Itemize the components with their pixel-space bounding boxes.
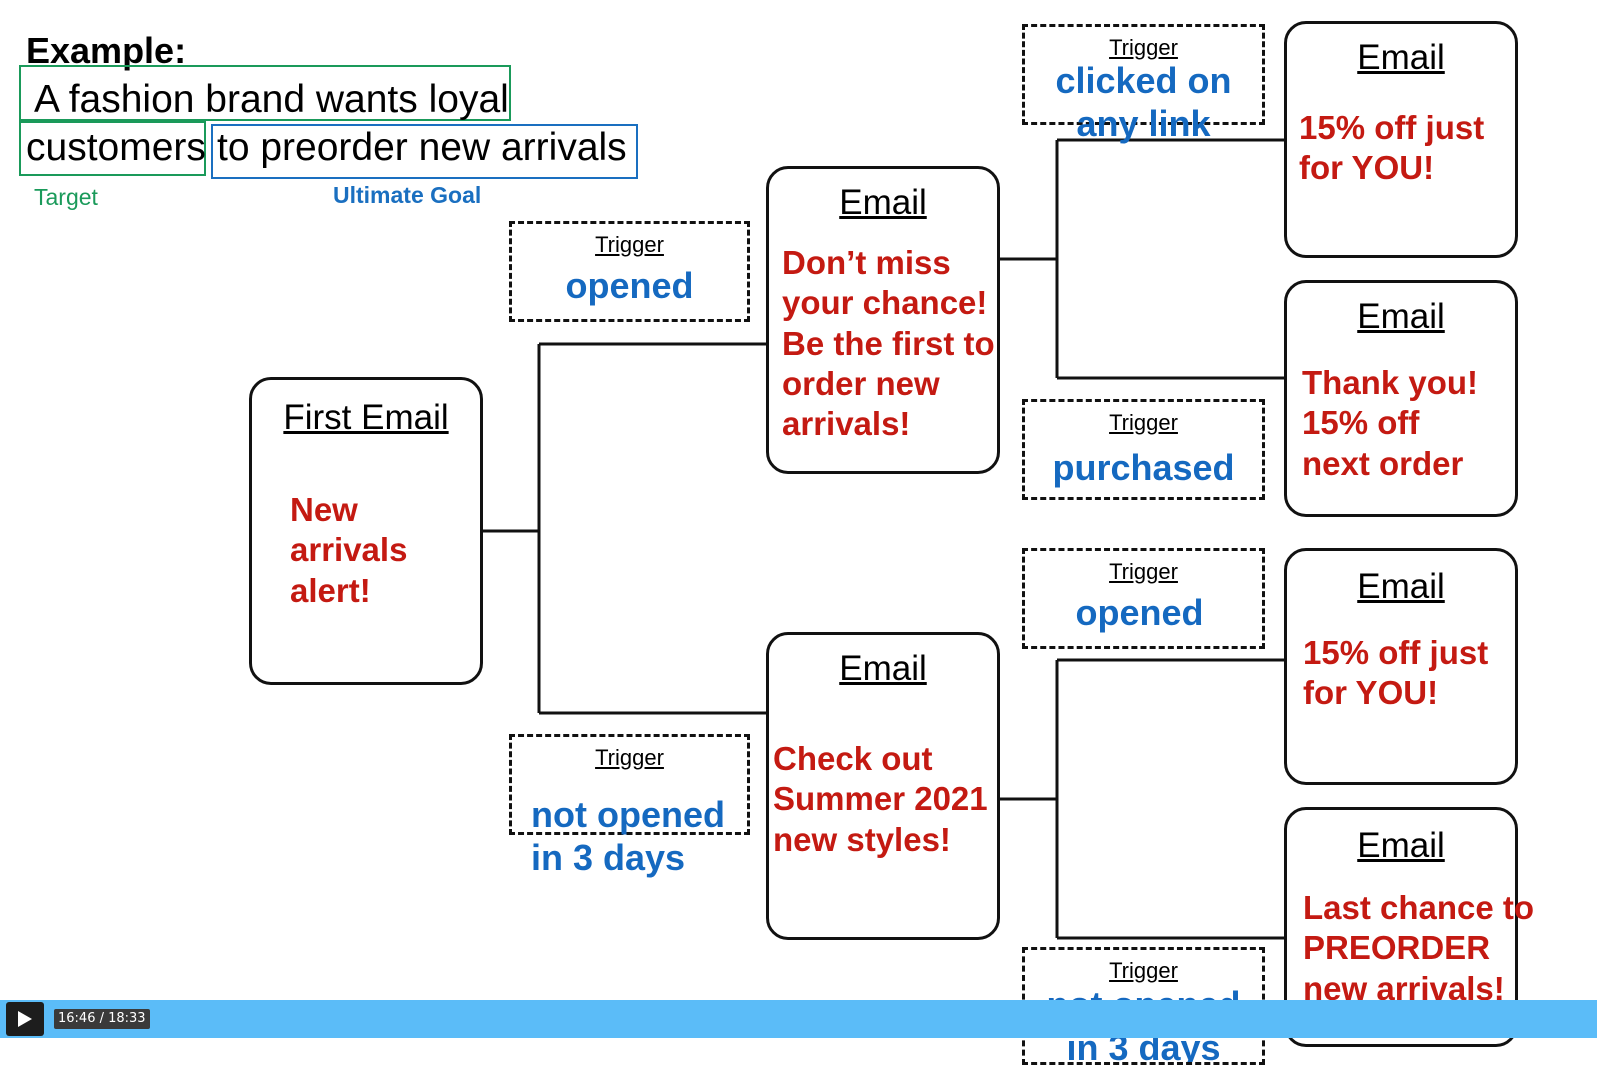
- playback-time: 16:46 / 18:33: [54, 1009, 150, 1029]
- trigger-value: opened: [1075, 592, 1204, 633]
- email-node-15-off-1: Email 15% off just for YOU!: [1284, 21, 1518, 258]
- email-title: Email: [1357, 297, 1445, 336]
- target-highlight-top: [19, 65, 511, 121]
- trigger-value: clicked on any link: [1055, 60, 1232, 145]
- email-title: Email: [839, 649, 927, 688]
- email-title: Email: [1357, 38, 1445, 77]
- trigger-opened-2: Trigger opened: [1022, 548, 1265, 649]
- email-title: Email: [1357, 567, 1445, 606]
- email-message: Thank you! 15% off next order: [1302, 364, 1479, 482]
- email-node-check-out: Email Check out Summer 2021 new styles!: [766, 632, 1000, 940]
- trigger-value: opened: [565, 265, 694, 306]
- email-node-15-off-2: Email 15% off just for YOU!: [1284, 548, 1518, 785]
- trigger-clicked-link: Trigger clicked on any link: [1022, 24, 1265, 144]
- ultimate-goal-label: Ultimate Goal: [333, 182, 482, 208]
- trigger-label: Trigger: [1109, 410, 1178, 435]
- target-highlight-bottom: [19, 121, 206, 176]
- email-message: Don’t miss your chance! Be the first to …: [782, 244, 995, 442]
- email-node-thank-you: Email Thank you! 15% off next order: [1284, 280, 1518, 517]
- ultimate-goal-text: to preorder new arrivals: [217, 126, 627, 169]
- first-email-node: First Email New arrivals alert!: [249, 377, 483, 685]
- description-line-1: A fashion brand wants loyal: [34, 78, 509, 121]
- first-email-title: First Email: [283, 398, 449, 437]
- email-node-dont-miss: Email Don’t miss your chance! Be the fir…: [766, 166, 1000, 474]
- video-player-bar[interactable]: 16:46 / 18:33: [0, 1000, 1597, 1038]
- trigger-opened-1: Trigger opened: [509, 221, 750, 322]
- email-title: Email: [1357, 826, 1445, 865]
- play-icon: [18, 1011, 32, 1027]
- email-message: 15% off just for YOU!: [1299, 109, 1485, 187]
- trigger-value: purchased: [1052, 447, 1235, 488]
- email-message: Last chance to PREORDER new arrivals!: [1303, 889, 1535, 1007]
- trigger-purchased: Trigger purchased: [1022, 399, 1265, 500]
- trigger-value: not opened in 3 days: [531, 794, 725, 879]
- trigger-not-opened-1: Trigger not opened in 3 days: [509, 734, 750, 878]
- target-customers-text: customers: [26, 126, 206, 169]
- play-button[interactable]: [6, 1002, 44, 1036]
- goal-highlight: [211, 124, 638, 179]
- trigger-label: Trigger: [1109, 559, 1178, 584]
- trigger-label: Trigger: [1109, 35, 1178, 60]
- first-email-message: New arrivals alert!: [290, 491, 408, 609]
- example-heading: Example:: [26, 30, 187, 71]
- trigger-label: Trigger: [1109, 958, 1178, 983]
- email-message: 15% off just for YOU!: [1303, 634, 1489, 712]
- email-title: Email: [839, 183, 927, 222]
- trigger-label: Trigger: [595, 745, 664, 770]
- email-message: Check out Summer 2021 new styles!: [773, 740, 988, 858]
- target-label: Target: [34, 184, 98, 210]
- trigger-label: Trigger: [595, 232, 664, 257]
